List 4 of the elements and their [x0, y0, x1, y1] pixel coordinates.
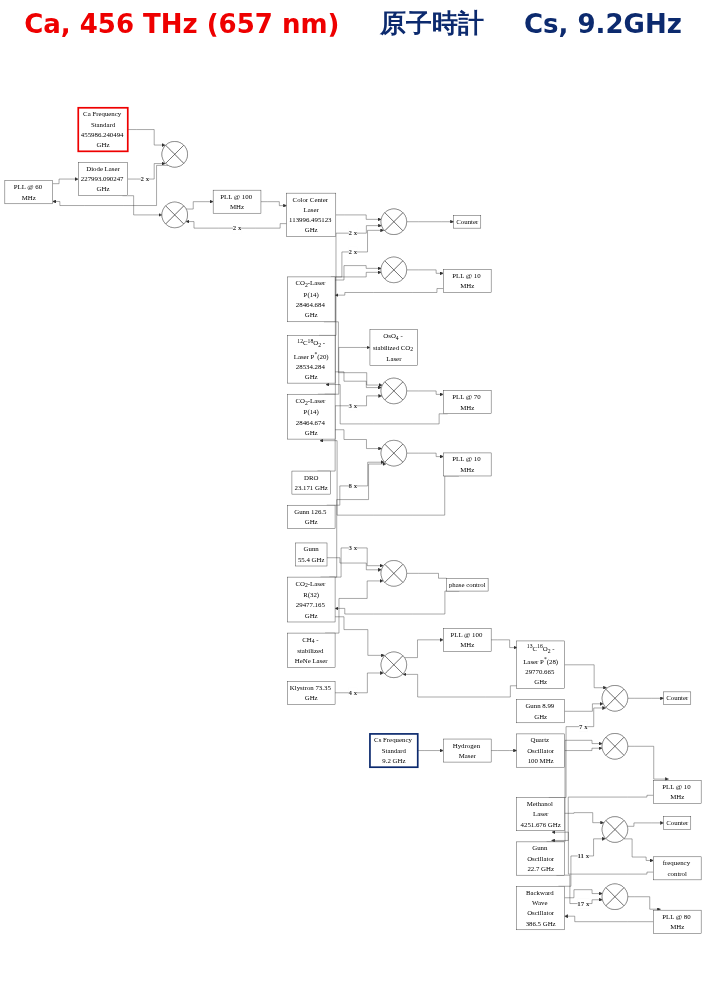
annotation-text: Ca, 456 THz (657 nm): [23, 7, 341, 41]
connector: [406, 573, 447, 579]
annotation-text: 原子時計: [378, 7, 485, 40]
annotation-text: Cs, 9.2GHz: [523, 7, 683, 41]
